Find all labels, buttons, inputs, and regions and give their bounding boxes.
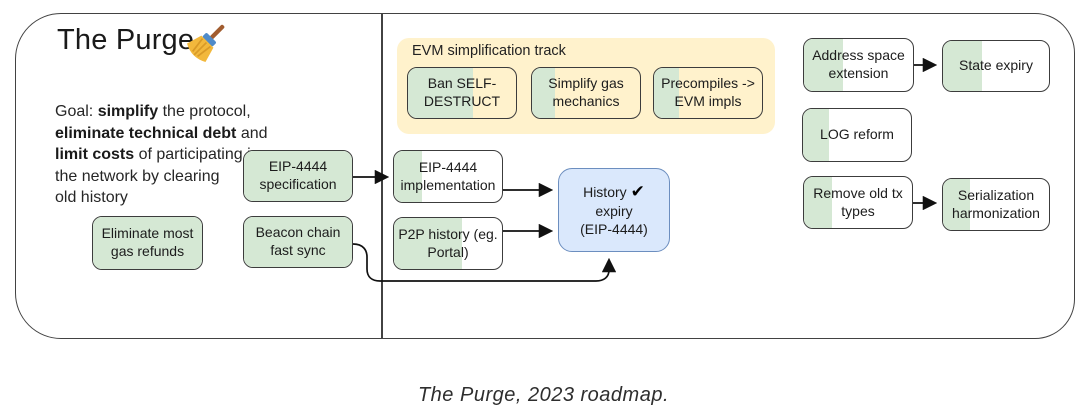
progress-fill bbox=[532, 68, 555, 118]
node-precompiles-to-evm-impls: Precompiles -> EVM impls bbox=[653, 67, 763, 119]
node-beacon-chain-fast-sync: Beacon chain fast sync bbox=[243, 216, 353, 268]
progress-fill bbox=[408, 68, 473, 118]
section-divider-line bbox=[381, 13, 383, 339]
node-address-space-extension: Address space extension bbox=[803, 38, 914, 92]
node-remove-old-tx-types: Remove old tx types bbox=[803, 176, 913, 229]
progress-fill bbox=[93, 217, 202, 269]
check-icon: ✔ bbox=[630, 182, 645, 202]
broom-icon bbox=[187, 24, 225, 62]
figure-caption: The Purge, 2023 roadmap. bbox=[417, 384, 670, 406]
node-history-expiry: History✔ expiry (EIP-4444) bbox=[558, 168, 670, 252]
node-log-reform: LOG reform bbox=[802, 108, 912, 162]
node-eip4444-specification: EIP-4444 specification bbox=[243, 150, 353, 202]
progress-fill bbox=[244, 217, 352, 267]
progress-fill bbox=[943, 179, 970, 230]
progress-fill bbox=[803, 109, 829, 161]
node-serialization-harmonization: Serialization harmonization bbox=[942, 178, 1050, 231]
node-eliminate-most-gas-refunds: Eliminate most gas refunds bbox=[92, 216, 203, 270]
progress-fill bbox=[394, 151, 423, 202]
evm-track-title: EVM simplification track bbox=[412, 43, 566, 59]
progress-fill bbox=[804, 39, 844, 91]
page-title: The Purge bbox=[57, 24, 195, 56]
progress-fill bbox=[804, 177, 833, 228]
node-simplify-gas-mechanics: Simplify gas mechanics bbox=[531, 67, 641, 119]
progress-fill bbox=[394, 218, 463, 269]
progress-fill bbox=[943, 41, 983, 91]
progress-fill bbox=[244, 151, 352, 201]
goal-text: Goal: simplify the protocol, eliminate t… bbox=[55, 103, 268, 206]
progress-fill bbox=[654, 68, 679, 118]
node-eip4444-implementation: EIP-4444 implementation bbox=[393, 150, 503, 203]
node-ban-self-destruct: Ban SELF-DESTRUCT bbox=[407, 67, 517, 119]
node-state-expiry: State expiry bbox=[942, 40, 1050, 92]
node-p2p-history: P2P history (eg. Portal) bbox=[393, 217, 503, 270]
